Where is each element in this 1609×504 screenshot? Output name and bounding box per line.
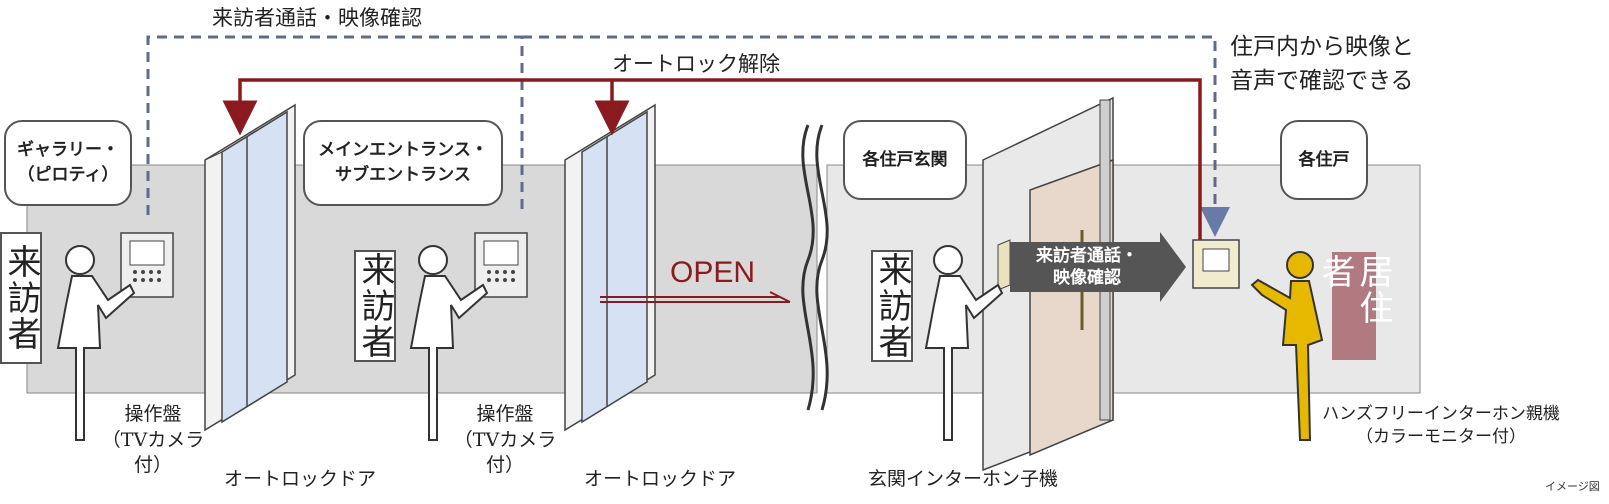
visitor-figure-1 [56,245,136,441]
autolock-door-1 [204,103,296,432]
resident-label: 居住者 [1315,252,1393,360]
visitor-figure-3 [924,245,1004,441]
visitor-label-2: 来訪者 [354,250,396,362]
visitor-label-3: 来訪者 [871,250,913,362]
entrance-intercom-caption: 玄関インターホン子機 [868,468,1059,490]
autolock-door-caption-1: オートロックドア [223,468,376,490]
section-break [801,124,815,411]
visitor-figure-2 [409,245,489,441]
dashed-line-to-unit [522,35,1230,237]
autolock-door-caption-2: オートロックドア [583,468,736,490]
open-mark-lines [600,291,791,303]
intercom-grey-arrow [1010,232,1186,302]
open-text: OPEN [670,256,756,289]
dashed-line-visitor-call [146,35,524,215]
resident-figure [1250,251,1324,441]
autolock-release-label: オートロック解除 [612,52,780,76]
main-entrance-bubble: メインエントランス・ サブエントランス [303,120,503,206]
gallery-bubble: ギャラリー・ （ピロティ） [4,120,132,206]
confirm-from-home-label: 住戸内から映像と 音声で確認できる [1230,34,1414,94]
autolock-door-2 [564,103,656,432]
control-panel-2 [474,232,528,298]
panel-caption-1: 操作盤 （TVカメラ付） [101,403,205,477]
handsfree-caption: ハンズフリーインターホン親機 （カラーモニター付） [1322,404,1560,447]
intercom-arrow-text: 来訪者通話・ 映像確認 [1036,246,1138,288]
panel-caption-2: 操作盤 （TVカメラ付） [453,403,557,477]
red-line-autolock-release [222,78,1202,242]
each-unit-bubble: 各住戸 [1280,120,1368,200]
visitor-label-1: 来訪者 [0,232,42,364]
visitor-call-label: 来訪者通話・映像確認 [212,6,422,30]
each-entrance-bubble: 各住戸玄関 [843,120,967,200]
entrance-intercom-unit [997,239,1011,291]
image-note: イメージ図 [1545,480,1600,493]
handsfree-master-unit [1192,239,1240,289]
